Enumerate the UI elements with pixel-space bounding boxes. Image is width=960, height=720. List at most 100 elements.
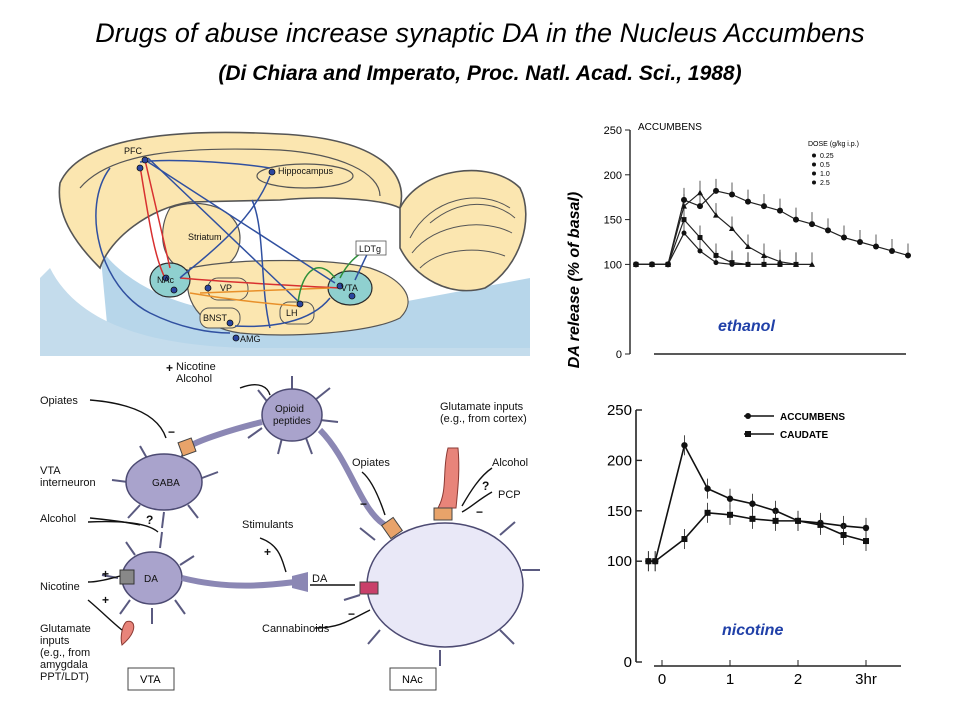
eth-point	[761, 261, 767, 267]
glutamate-left-4: amygdala	[40, 659, 89, 671]
eth-point	[681, 196, 687, 203]
opiates-label-left: Opiates	[40, 395, 78, 407]
nic-x-tick-label: 0	[658, 671, 666, 686]
eth-point	[905, 252, 911, 259]
eth-point	[697, 189, 703, 196]
eth-point	[729, 260, 735, 266]
eth-point	[825, 227, 831, 234]
hippocampus-region	[256, 163, 354, 189]
eth-point	[777, 261, 783, 267]
nic-point	[652, 558, 659, 565]
eth-point	[729, 225, 735, 232]
nic-legend-label: CAUDATE	[780, 430, 828, 441]
nic-x-tick-label: 2	[794, 671, 802, 686]
eth-series-line	[636, 190, 909, 265]
nic-point	[704, 509, 711, 516]
eth-point	[793, 216, 799, 223]
nic-series-line	[648, 511, 867, 562]
opiates-label-right: Opiates	[352, 457, 390, 469]
eth-point	[713, 212, 719, 218]
nicotine-alcohol-label-2: Alcohol	[176, 373, 212, 385]
opioid-neuron	[247, 376, 339, 455]
pcp-label: PCP	[498, 489, 521, 501]
vta-interneuron-label-2: interneuron	[40, 477, 96, 489]
svg-text:+: +	[102, 593, 109, 607]
gaba-neuron	[111, 443, 219, 529]
label-vp: VP	[220, 283, 232, 293]
nic-x-tick-label: 3hr	[855, 671, 877, 686]
eth-point	[873, 243, 879, 250]
ethanol-legend-title: DOSE (g/kg i.p.)	[808, 141, 859, 148]
nic-y-tick-label: 250	[607, 402, 632, 419]
eth-point	[809, 261, 815, 267]
nic-point	[840, 531, 847, 538]
cellular-circuit-diagram: Opioid peptides GABA DA	[40, 361, 540, 691]
alcohol-label-left: Alcohol	[40, 513, 76, 525]
eth-point	[633, 261, 639, 268]
nic-y-tick-label: 150	[607, 503, 632, 520]
nic-point	[863, 538, 869, 545]
eth-point	[841, 234, 847, 241]
ethanol-annotation: ethanol	[718, 318, 775, 335]
nic-point	[681, 536, 688, 543]
eth-legend-marker	[812, 162, 816, 167]
nic-point	[726, 495, 734, 502]
glutamate-input-left	[120, 620, 135, 646]
eth-series-line	[636, 191, 812, 265]
eth-point	[857, 239, 863, 245]
svg-text:−: −	[360, 497, 367, 511]
nicotine-alcohol-label-1: Nicotine	[176, 361, 216, 373]
nic-point	[749, 500, 756, 507]
eth-legend-marker	[812, 180, 816, 185]
alcohol-label-right: Alcohol	[492, 457, 528, 469]
svg-text:+: +	[102, 567, 109, 581]
glutamate-right-1: Glutamate inputs	[440, 401, 524, 413]
label-pfc: PFC	[124, 146, 143, 156]
vta-interneuron-label-1: VTA	[40, 465, 61, 477]
label-bnst: BNST	[203, 313, 228, 323]
eth-point	[649, 261, 655, 268]
eth-point	[793, 261, 799, 267]
eth-point	[761, 203, 767, 210]
nic-point	[681, 442, 688, 449]
svg-text:?: ?	[482, 479, 489, 493]
eth-point	[713, 260, 719, 266]
nic-legend-marker	[745, 431, 751, 437]
eth-y-tick-label: 100	[604, 259, 622, 271]
nac-region	[149, 262, 191, 298]
nic-y-tick-label: 200	[607, 452, 632, 469]
nic-point	[727, 511, 733, 518]
label-nac: NAc	[157, 275, 175, 285]
label-hippocampus: Hippocampus	[278, 166, 334, 176]
box-nac-label: NAc	[402, 674, 423, 686]
nic-y-tick-label: 100	[607, 553, 632, 570]
opioid-label-1: Opioid	[275, 404, 304, 415]
eth-point	[729, 191, 735, 198]
eth-point	[809, 221, 815, 228]
svg-text:+: +	[264, 545, 271, 559]
eth-point	[713, 252, 719, 258]
nic-point	[795, 517, 801, 524]
box-vta-label: VTA	[140, 674, 161, 686]
eth-point	[761, 252, 767, 258]
accumbens-panel-title: ACCUMBENS	[638, 122, 702, 133]
eth-point	[697, 248, 703, 254]
svg-text:+: +	[166, 361, 173, 375]
nicotine-annotation: nicotine	[722, 622, 784, 639]
label-vta: VTA	[341, 283, 358, 293]
nic-legend-label: ACCUMBENS	[780, 412, 845, 423]
nic-series-line	[648, 443, 867, 562]
page-title: Drugs of abuse increase synaptic DA in t…	[95, 18, 865, 48]
glutamate-left-1: Glutamate	[40, 623, 91, 635]
eth-legend-marker	[812, 153, 816, 158]
svg-text:−: −	[168, 425, 175, 439]
eth-y-tick-label: 200	[604, 170, 622, 182]
da-neuron-label: DA	[144, 574, 158, 585]
nic-point	[772, 517, 779, 524]
svg-text:?: ?	[146, 513, 153, 527]
stimulants-label: Stimulants	[242, 519, 294, 531]
nic-point	[645, 558, 652, 565]
label-amg: AMG	[240, 334, 261, 344]
nic-legend-marker	[745, 413, 751, 419]
